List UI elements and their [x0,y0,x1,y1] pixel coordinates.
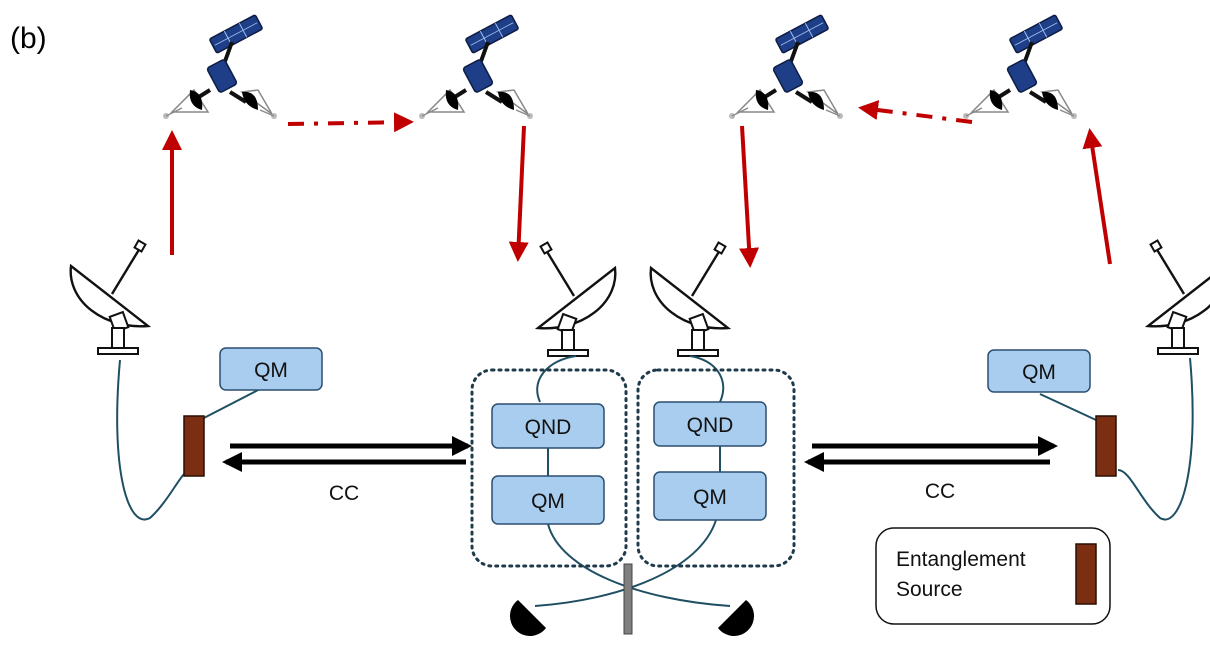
satellite-icon [961,12,1079,122]
link-qm-left [199,387,263,421]
cc-label-right: CC [925,480,955,503]
qm-label: QM [1022,361,1056,384]
fiber-right [1117,357,1194,521]
legend-swatch [1075,543,1097,605]
ground-antenna-icon [536,241,617,358]
satellite-icon [161,12,279,122]
panel-label: (b) [10,22,47,55]
ground-antenna-icon [1146,239,1210,356]
uplink-arrow [1082,128,1112,265]
entanglement-source-left [183,415,205,477]
qm-label: QM [531,490,565,513]
qm-label: QM [254,359,288,382]
ground-antenna-icon [649,241,730,358]
qm-box-left: QM [219,347,323,391]
bsm-fiber [534,519,717,607]
fiber-center-right [689,355,725,403]
legend-line-1: Entanglement [896,548,1026,571]
qm-box-right: QM [987,349,1091,393]
qnd-label: QND [525,416,572,439]
entanglement-source-right [1095,415,1117,477]
satellite-icon [727,12,845,122]
downlink-arrow [739,125,760,268]
intersatellite-link [287,112,414,133]
fiber-left [116,359,191,521]
ground-antenna-icon [69,239,150,356]
satellite-icon [417,12,535,122]
intersatellite-link [858,100,973,124]
link-qm-right [1039,393,1097,421]
qnd-label: QND [687,414,734,437]
downlink-arrow [508,125,529,262]
qm-box-center-right: QM [653,471,767,521]
fiber-center-left [536,355,577,403]
node-frame-right [636,368,796,568]
qnd-box-center-left: QND [491,403,605,449]
legend: Entanglement Source [875,527,1111,625]
beam-splitter-icon [623,563,633,635]
qnd-box-center-right: QND [653,401,767,447]
qm-box-center-left: QM [491,475,605,525]
qm-label: QM [693,486,727,509]
bsm-fiber [547,523,731,607]
legend-line-2: Source [896,578,963,601]
cc-label-left: CC [329,482,359,505]
node-frame-left [470,368,628,568]
